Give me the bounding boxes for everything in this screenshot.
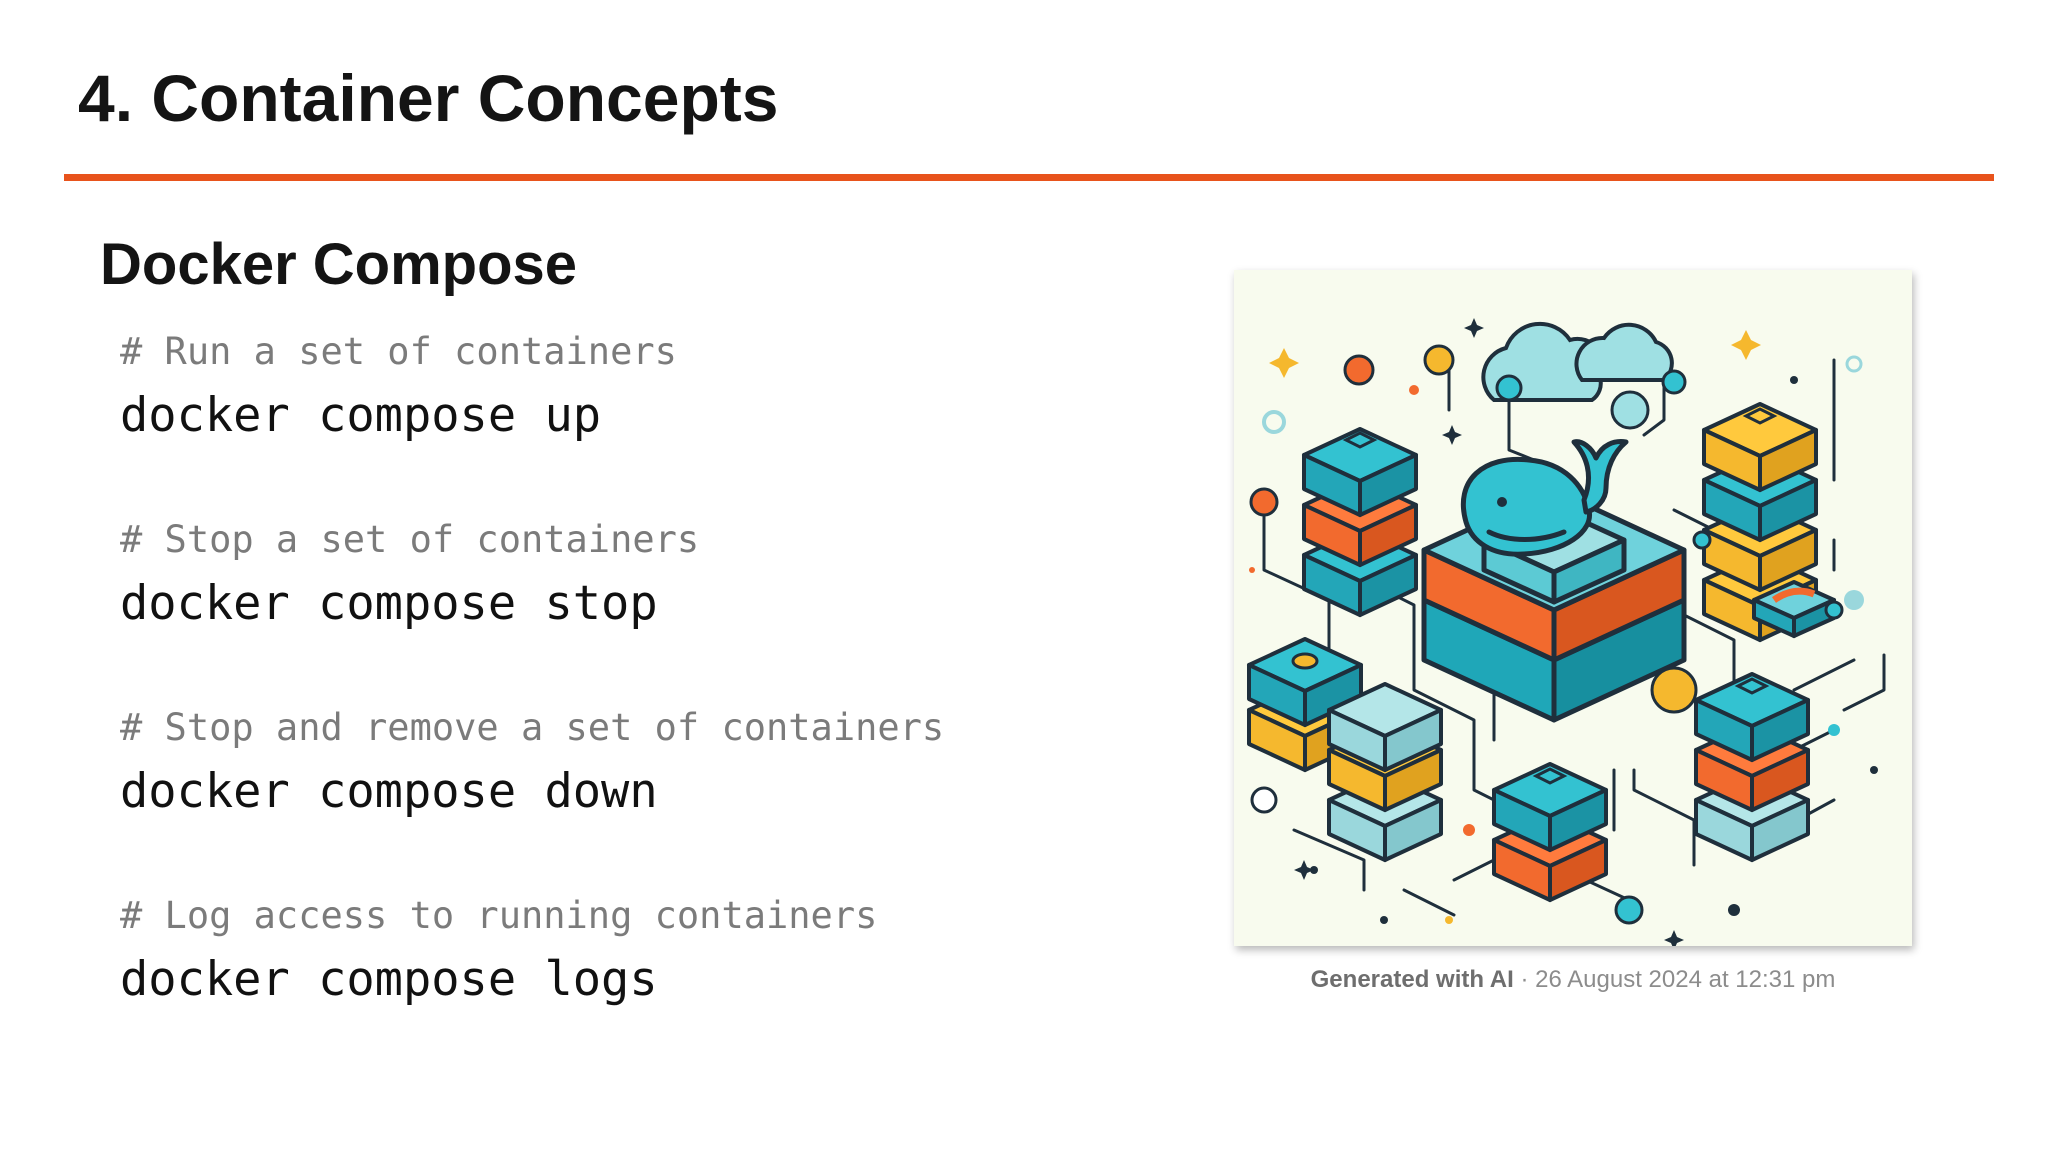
docker-illustration — [1234, 270, 1912, 946]
code-block: # Run a set of containers docker compose… — [120, 322, 944, 1074]
code-command: docker compose logs — [120, 952, 658, 1007]
code-command: docker compose stop — [120, 576, 658, 631]
code-group-logs: # Log access to running containers docke… — [120, 886, 944, 1074]
caption-separator: · — [1513, 966, 1536, 993]
docker-whale-illustration-icon — [1247, 318, 1886, 946]
code-comment: # Log access to running containers — [120, 894, 878, 937]
caption-label: Generated with AI — [1310, 966, 1514, 993]
code-comment: # Stop a set of containers — [120, 518, 700, 561]
code-command: docker compose up — [120, 388, 602, 443]
code-comment: # Run a set of containers — [120, 330, 677, 373]
code-command: docker compose down — [120, 764, 658, 819]
code-group-stop: # Stop a set of containers docker compos… — [120, 510, 944, 698]
image-caption: Generated with AI · 26 August 2024 at 12… — [1234, 964, 1912, 996]
title-divider — [64, 174, 1994, 181]
code-group-down: # Stop and remove a set of containers do… — [120, 698, 944, 886]
code-comment: # Stop and remove a set of containers — [120, 706, 945, 749]
section-title: Docker Compose — [100, 232, 578, 297]
code-group-up: # Run a set of containers docker compose… — [120, 322, 944, 510]
caption-date: 26 August 2024 at 12:31 pm — [1535, 966, 1836, 993]
slide-title: 4. Container Concepts — [78, 61, 779, 135]
